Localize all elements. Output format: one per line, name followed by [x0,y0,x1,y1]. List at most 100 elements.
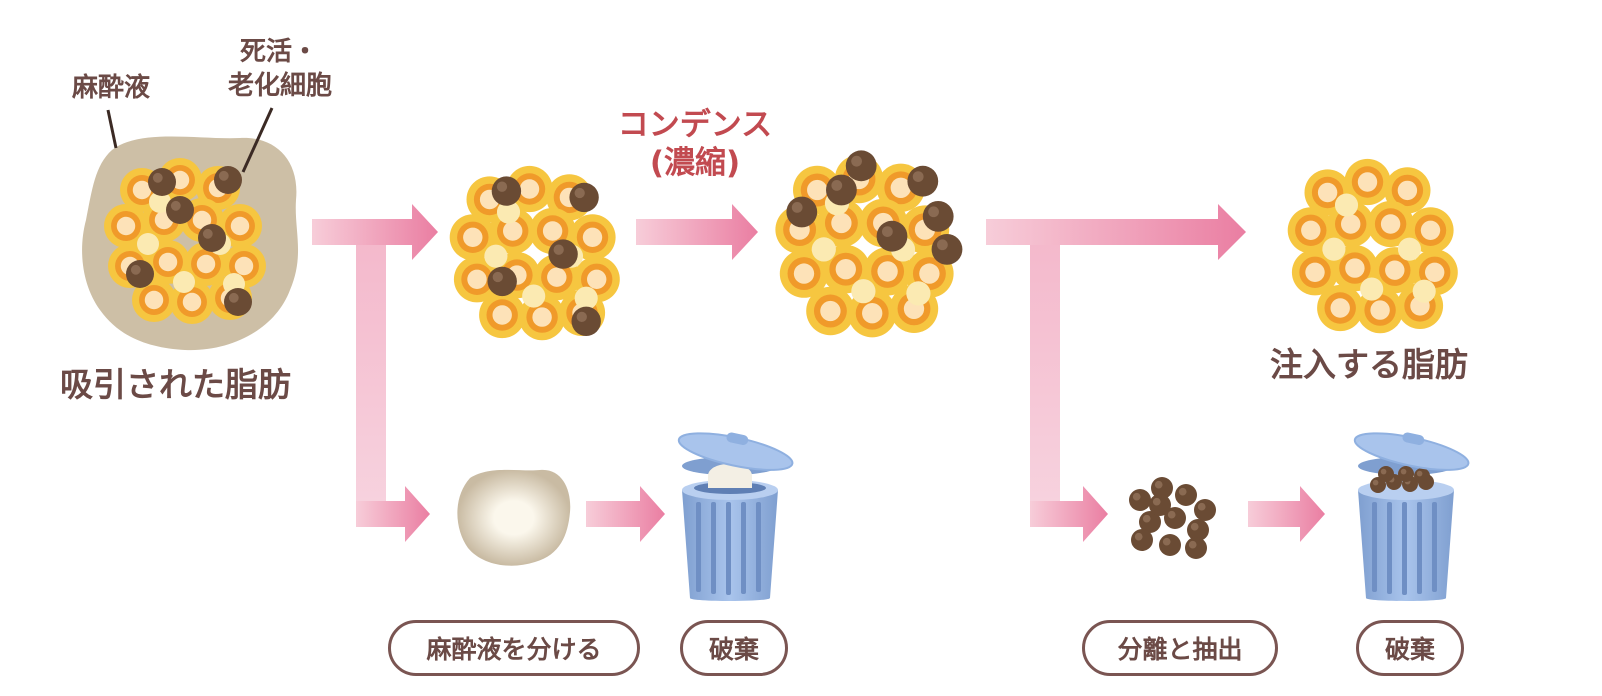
fat-cell-core [831,212,852,234]
dead-cell-body [1159,534,1181,556]
dead-cell [1151,477,1173,499]
dead-cell-body [907,165,939,197]
right-arrow-icon [636,204,758,260]
right-arrow-icon [986,204,1246,260]
fat-cell-core [1370,300,1390,320]
light-cell [522,284,546,308]
dead-cell-body [845,150,877,182]
light-cell [851,279,876,304]
fat-cell-core [547,267,567,287]
dead-cell-pointer-line [241,107,274,173]
dead-cell-highlight [1188,540,1197,549]
dead-cell-highlight [1134,532,1143,541]
dead-cell-body [1131,529,1153,551]
dead-cell-body [198,224,226,252]
fat-cell-core [234,256,254,276]
fat-cell-core [586,269,607,290]
fat-cell [132,278,176,322]
dead-cell [548,239,578,269]
dead-cell [1194,499,1216,521]
dead-cell-highlight [1167,510,1176,519]
injected-fat-label: 注入する脂肪 [1270,345,1468,384]
discarded-dead-cells [1370,466,1434,493]
fat-cell-core [132,180,152,200]
fat-cell-core [1317,182,1338,203]
dead-cell [876,220,908,252]
dead-cell [1149,494,1171,516]
dead-cell [491,176,522,206]
step-discard-2: 破棄 [1356,620,1464,676]
light-cell [906,281,931,306]
dead-cell-highlight [576,311,587,323]
fat-cell-core [532,307,552,327]
fat-cell [104,204,148,248]
fat-cell-core [1357,172,1378,192]
fat-cell-core [1345,258,1365,278]
dead-cell [907,165,939,197]
fat-cell-core [820,300,841,322]
fat-cell-core [1420,220,1441,241]
dead-cell-body [548,239,578,269]
dead-cell-highlight [1132,492,1141,501]
right-arrow-icon [586,486,665,542]
dead-cell-highlight [936,239,948,251]
dead-cell-highlight [1416,470,1423,477]
fat-cell-core [192,210,212,230]
dead-cell [126,260,154,288]
fat-cell-core [1380,214,1401,234]
fat-cell-core [1340,214,1361,234]
dead-cell [1398,466,1414,482]
branch-line-right [1030,245,1060,515]
fat-cell-core [463,227,483,248]
dead-cell-highlight [170,200,181,211]
dead-cell [1139,511,1161,533]
light-cell [1322,237,1346,261]
anesthetic-label: 麻酔液 [72,73,151,103]
light-cell [1397,237,1422,261]
dead-cell-highlight [130,264,141,275]
dead-cell-highlight [1152,497,1161,506]
light-cell [149,191,171,213]
fat-cell-core [1305,262,1325,283]
dead-cell-body [571,306,601,336]
step-separate-anesthetic: 麻酔液を分ける [388,620,640,676]
fat-cell [1327,200,1374,248]
fat-cell-core [519,179,540,199]
condense-label: コンデンス [617,107,773,143]
fat-cell-core [1397,180,1418,201]
fat-cell-core [1330,298,1350,318]
right-arrow-icon [1030,486,1108,542]
dead-cell-body [922,201,954,232]
dead-cell-highlight [1380,468,1387,475]
dead-cell-highlight [1142,514,1151,523]
fat-cell-core [144,290,164,310]
step-discard-1: 破棄 [680,620,788,676]
anesthetic-pointer-line [106,109,118,149]
flow-arrows [312,204,1325,542]
dead-cell [826,174,857,206]
dead-cell-highlight [1190,522,1199,531]
dead-cell [224,288,252,316]
dead-cell-highlight [881,226,893,237]
fat-cell [479,291,526,339]
fat-cell [218,204,262,248]
fat-cell-core [182,292,202,312]
dead-cells-label-line2: 老化細胞 [228,71,333,101]
dead-cell [487,266,517,297]
fat-cell [506,165,553,213]
branch-line-left [356,245,386,515]
dead-cell-body [1129,489,1151,511]
light-cell [1360,277,1384,301]
dead-cell [569,182,599,213]
dead-cell-body [931,234,963,265]
fat-cell-core [467,269,487,290]
dead-cell-body [487,266,517,297]
dead-cell-highlight [791,201,803,213]
step-separate-extract: 分離と抽出 [1082,620,1278,676]
fat-cell [449,214,496,261]
dead-cells-label-line1: 死活・ [240,37,319,67]
dead-cell-body [569,182,599,213]
dead-cell-body [1414,468,1430,484]
